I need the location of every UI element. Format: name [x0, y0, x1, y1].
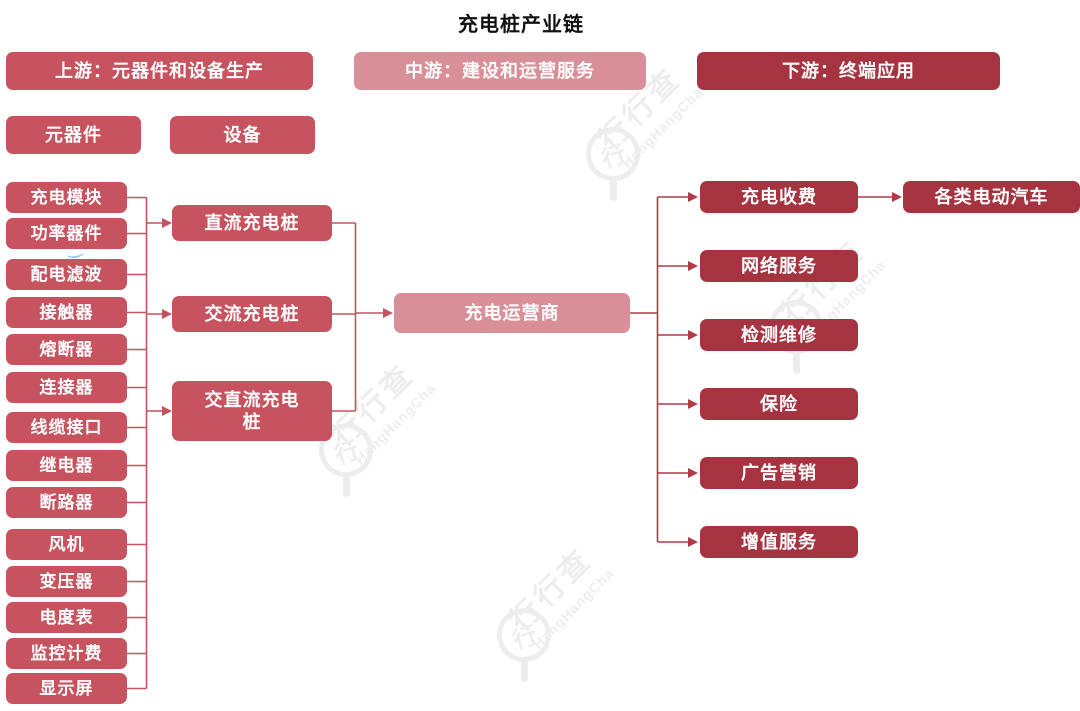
- component-distribution-filter: 配电滤波: [6, 259, 127, 290]
- component-monitoring-billing: 监控计费: [6, 638, 127, 669]
- equipment-dc-charging-pile: 直流充电桩: [172, 205, 332, 241]
- service-insurance: 保险: [700, 388, 858, 420]
- component-charging-module: 充电模块: [6, 182, 127, 213]
- component-connector: 连接器: [6, 372, 127, 403]
- component-fan: 风机: [6, 529, 127, 560]
- header-upstream: 上游：元器件和设备生产: [6, 52, 313, 90]
- service-inspection-repair: 检测维修: [700, 319, 858, 351]
- component-electric-meter: 电度表: [6, 602, 127, 633]
- diagram-title: 充电桩产业链: [458, 14, 584, 36]
- magnifier-handle-icon: [793, 352, 800, 374]
- category-components: 元器件: [6, 116, 141, 154]
- operator-charging-operator: 充电运营商: [394, 293, 630, 333]
- service-value-added: 增值服务: [700, 526, 858, 558]
- service-charging-fee: 充电收费: [700, 181, 858, 213]
- service-network: 网络服务: [700, 250, 858, 282]
- component-circuit-breaker: 断路器: [6, 487, 127, 518]
- equipment-ac-charging-pile: 交流充电桩: [172, 296, 332, 332]
- component-power-device: 功率器件: [6, 218, 127, 249]
- component-cable-interface: 线缆接口: [6, 412, 127, 443]
- magnifier-handle-icon: [610, 179, 617, 201]
- magnifier-handle-icon: [343, 475, 350, 497]
- magnifier-handle-icon: [521, 660, 528, 682]
- header-downstream: 下游：终端应用: [697, 52, 1000, 90]
- component-contactor: 接触器: [6, 297, 127, 328]
- component-relay: 继电器: [6, 450, 127, 481]
- service-advertising: 广告营销: [700, 457, 858, 489]
- component-fuse: 熔断器: [6, 334, 127, 365]
- component-transformer: 变压器: [6, 566, 127, 597]
- application-electric-vehicles: 各类电动汽车: [903, 181, 1080, 213]
- header-midstream: 中游：建设和运营服务: [354, 52, 646, 90]
- category-equipment: 设备: [170, 116, 315, 154]
- equipment-acdc-charging-pile: 交直流充电 桩: [172, 381, 332, 441]
- component-display-screen: 显示屏: [6, 673, 127, 704]
